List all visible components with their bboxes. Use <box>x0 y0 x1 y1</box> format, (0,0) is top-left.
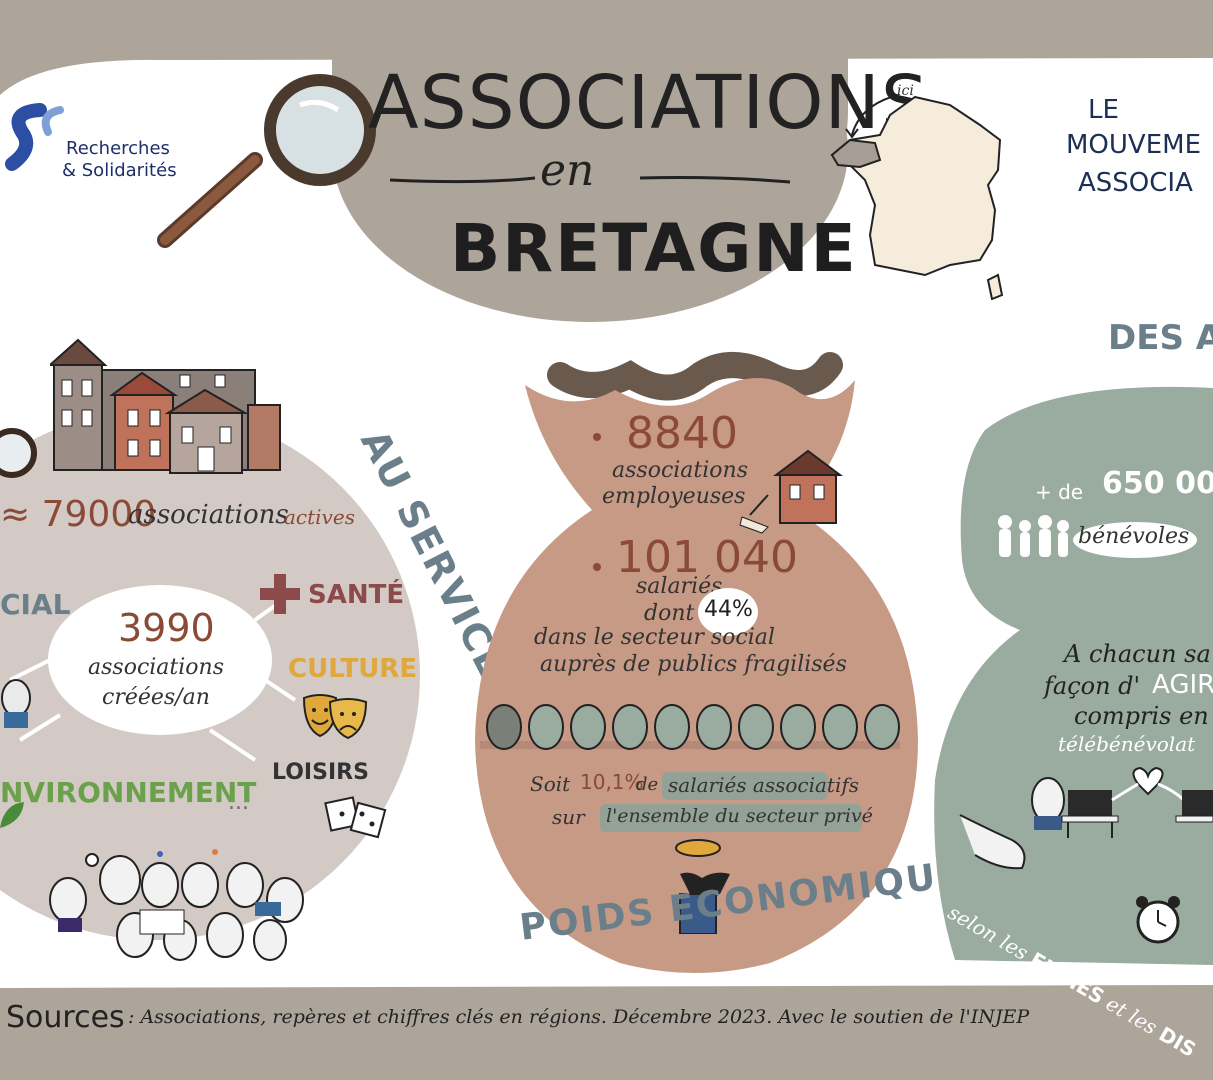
logo-right-line3: ASSOCIA <box>1078 168 1193 198</box>
employee-bears-icon <box>480 704 900 750</box>
percent-bubble <box>698 588 758 636</box>
culture-label: CULTURE <box>288 654 418 684</box>
count-value: ≈ 79000 <box>0 494 157 535</box>
employers-line1: associations <box>612 458 748 483</box>
footer-label: Sources <box>6 1000 125 1035</box>
title-line2: en <box>540 145 595 196</box>
volunteers-bubble <box>1073 522 1197 558</box>
share-line1-mid: de <box>636 774 659 795</box>
count-suffix: actives <box>284 505 355 529</box>
sante-label: SANTÉ <box>308 580 405 610</box>
theater-masks-icon <box>302 694 368 740</box>
center-value: 3990 <box>118 606 215 650</box>
agir-line2-hl: AGIR <box>1152 670 1213 700</box>
alarm-clock-icon <box>1136 896 1180 944</box>
cross-icon <box>260 574 300 614</box>
right-heading: DES AV <box>1108 318 1213 358</box>
social-percent: 44% <box>704 597 753 622</box>
logo-right-line1: LE <box>1088 95 1119 125</box>
agir-line3: compris en <box>1074 702 1209 730</box>
coin-hand-icon <box>675 839 730 934</box>
volunteers-value: 650 000 <box>1102 466 1213 501</box>
title-line3: BRETAGNE <box>450 210 858 287</box>
environnement-label: NVIRONNEMENT <box>0 776 257 809</box>
agir-line4: télébénévolat <box>1058 732 1196 756</box>
ellipsis-label: ... <box>228 790 249 815</box>
center-line2: créées/an <box>102 685 210 710</box>
france-map-icon <box>830 94 1004 300</box>
share-line1-hl: salariés associatifs <box>668 773 860 797</box>
footer-text: : Associations, repères et chiffres clés… <box>128 1006 1030 1028</box>
volunteers-prefix: + de <box>1035 480 1084 504</box>
leaf-icon <box>0 802 24 828</box>
salaried-value: 101 040 <box>616 532 798 583</box>
employers-line2: employeuses <box>602 484 746 509</box>
buildings-icon <box>50 338 281 474</box>
dice-icon <box>324 796 387 839</box>
bullet-1 <box>593 433 601 441</box>
recherches-logo-icon <box>5 103 64 171</box>
share-prefix: Soit <box>530 772 571 796</box>
title-line1: ASSOCIATIONS <box>368 60 929 146</box>
social-line1: dans le secteur social <box>534 625 775 650</box>
center-line1: associations <box>88 655 224 680</box>
logo-left-line2: & Solidarités <box>62 160 177 181</box>
social-line2: auprès de publics fragilisés <box>540 652 847 677</box>
share-line2-pre: sur <box>552 805 585 829</box>
telebenevolat-icon <box>1031 766 1213 838</box>
volunteers-label: bénévoles <box>1078 524 1190 549</box>
map-label: ici <box>897 83 914 99</box>
bear-crowd-icon <box>49 849 304 961</box>
bear-lamp-icon <box>1 679 31 728</box>
agir-line2-pre: façon d' <box>1044 672 1141 700</box>
title-swoosh <box>389 176 791 184</box>
share-value: 10,1% <box>580 770 644 794</box>
share-line2-hl: l'ensemble du secteur privé <box>606 805 873 827</box>
house-icon <box>739 449 843 534</box>
bullet-2 <box>593 563 601 571</box>
social-label: CIAL <box>0 588 71 621</box>
logo-left-line1: Recherches <box>66 138 170 159</box>
magnifier-small-icon <box>0 428 37 478</box>
employers-value: 8840 <box>626 408 738 459</box>
salaried-line2: dont <box>644 601 695 626</box>
volunteer-silhouettes-icon <box>998 515 1069 557</box>
loisirs-label: LOISIRS <box>272 760 369 785</box>
count-label: associations <box>128 500 289 530</box>
agir-line1: A chacun sa <box>1064 640 1211 668</box>
magnifier-icon <box>157 74 376 248</box>
logo-right-line2: MOUVEME <box>1066 130 1202 160</box>
